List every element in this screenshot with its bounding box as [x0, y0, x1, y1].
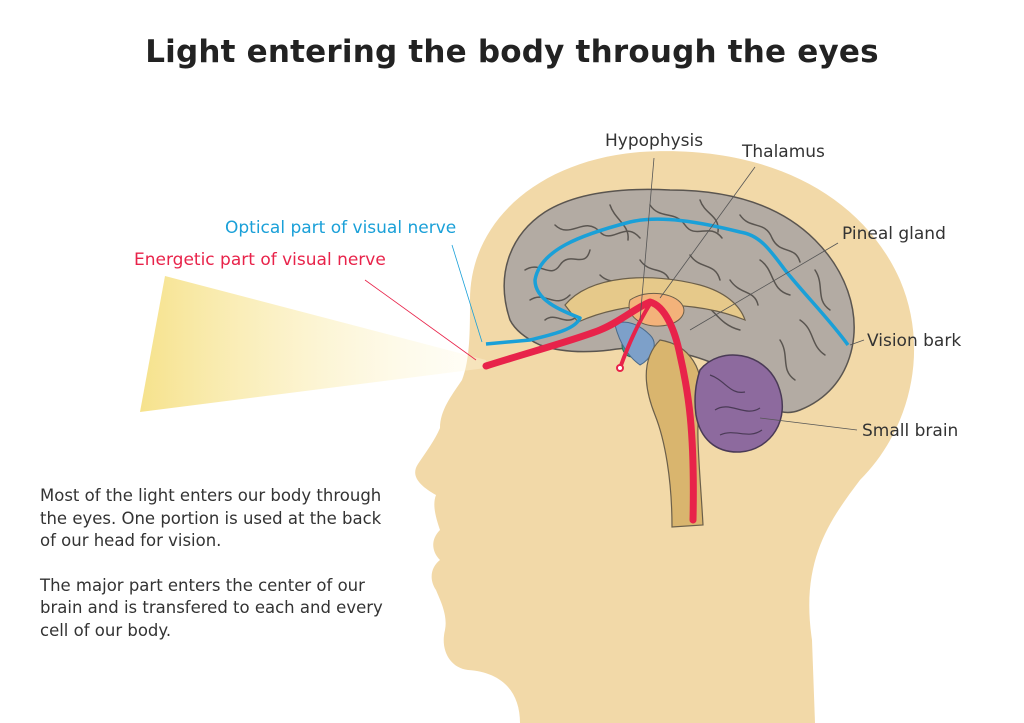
description-paragraph-1: Most of the light enters our body throug…	[40, 486, 382, 550]
label-optical-nerve: Optical part of visual nerve	[225, 218, 457, 238]
label-hypophysis: Hypophysis	[605, 131, 704, 151]
energetic-nerve-path	[482, 298, 697, 524]
label-pineal-gland: Pineal gland	[842, 224, 946, 244]
cerebellum-folds	[709, 374, 763, 436]
leader-lines	[364, 157, 865, 431]
label-thalamus: Thalamus	[742, 142, 825, 162]
description-text: Most of the light enters our body throug…	[40, 485, 400, 664]
description-paragraph-2: The major part enters the center of our …	[40, 575, 383, 640]
label-energetic-nerve: Energetic part of visual nerve	[134, 250, 386, 270]
light-beam	[140, 276, 486, 412]
label-vision-bark: Vision bark	[867, 331, 962, 351]
label-small-brain: Small brain	[862, 421, 959, 441]
page-title: Light entering the body through the eyes	[145, 34, 879, 70]
optical-nerve-path	[485, 217, 850, 347]
energetic-nerve-branch	[618, 302, 652, 370]
cerebellum	[694, 354, 783, 453]
hypophysis-node	[616, 364, 624, 372]
